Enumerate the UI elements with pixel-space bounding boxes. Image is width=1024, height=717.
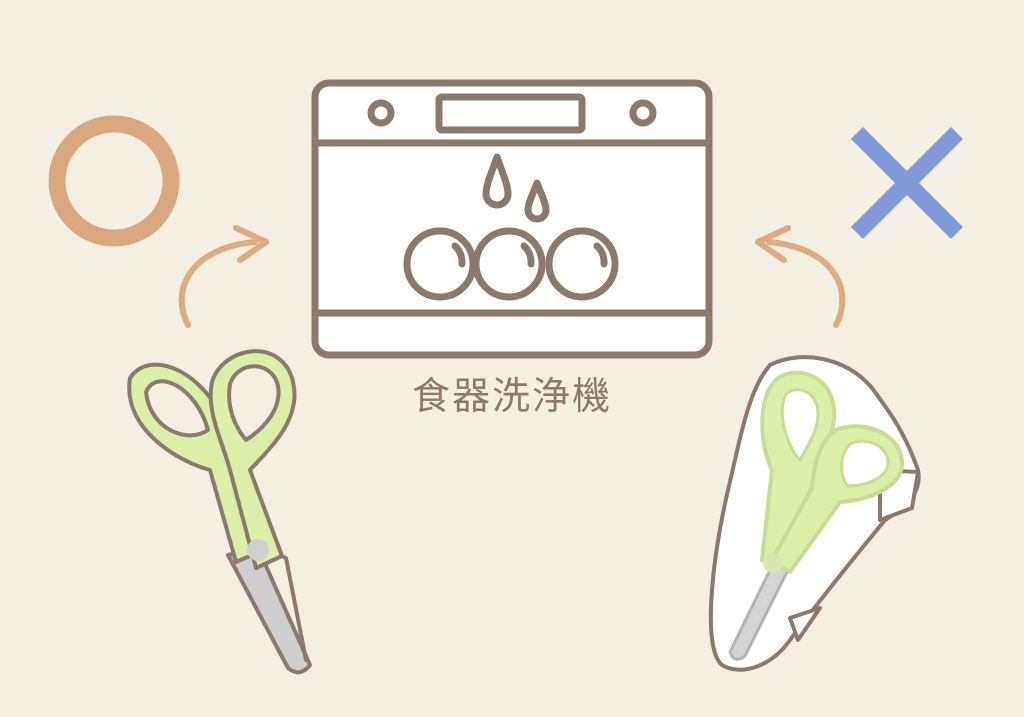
scissors-icon xyxy=(127,349,312,675)
ng-cross-mark xyxy=(850,126,964,240)
ok-circle-mark xyxy=(48,115,180,247)
dishwasher-caption: 食器洗浄機 xyxy=(411,374,612,418)
left-arrow-icon xyxy=(178,225,269,328)
dishwasher-icon xyxy=(311,79,713,359)
right-arrow-icon xyxy=(755,225,846,328)
scissors-in-case-icon xyxy=(708,355,921,672)
